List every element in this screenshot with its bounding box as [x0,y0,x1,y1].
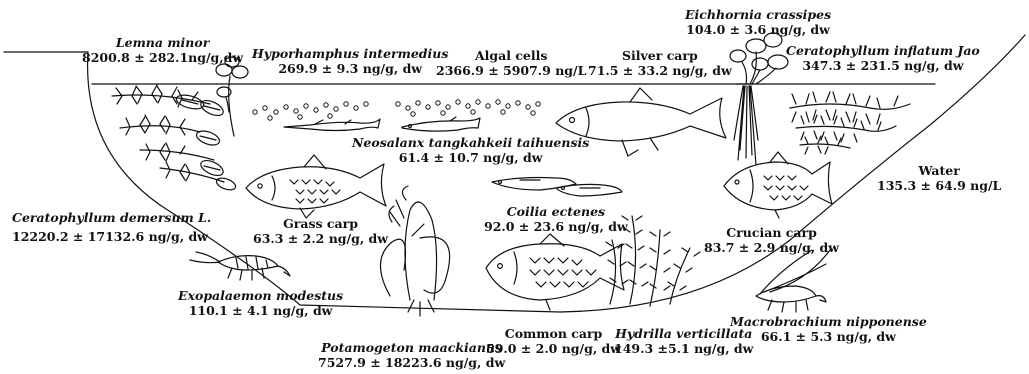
macrobrachium-name: Macrobrachium nipponense [730,314,927,329]
potamogeton-name: Potamogeton maackianus [318,340,505,355]
coilia-ectenes-fish [492,178,622,197]
ceratophyllum-demersum-name: Ceratophyllum demersum L. [12,210,211,225]
exopalaemon-name: Exopalaemon modestus [178,288,343,303]
coilia-value: 92.0 ± 23.6 ng/g, dw [484,219,628,234]
label-algal-cells: Algal cells 2366.9 ± 5907.9 ng/L [436,48,586,78]
label-ceratophyllum-inflatum: Ceratophyllum inflatum Jao 347.3 ± 231.5… [786,43,980,73]
algal-cells [253,100,540,120]
eichhornia-value: 104.0 ± 3.6 ng/g, dw [685,22,831,37]
label-ceratophyllum-demersum: Ceratophyllum demersum L. 12220.2 ± 1713… [8,210,211,244]
label-crucian-carp: Crucian carp 83.7 ± 2.9 ng/g, dw [704,225,839,255]
label-eichhornia: Eichhornia crassipes 104.0 ± 3.6 ng/g, d… [685,7,831,37]
label-potamogeton: Potamogeton maackianus 7527.9 ± 18223.6 … [318,340,505,370]
label-neosalanx: Neosalanx tangkahkeii taihuensis 61.4 ± … [352,135,589,165]
ceratophyllum-demersum-plant [112,85,237,192]
lemna-minor-plant [216,57,248,136]
exopalaemon-value: 110.1 ± 4.1 ng/g, dw [178,303,343,318]
exopalaemon-modestus-shrimp [190,252,290,280]
label-exopalaemon: Exopalaemon modestus 110.1 ± 4.1 ng/g, d… [178,288,343,318]
common-carp-value: 59.0 ± 2.0 ng/g, dw [486,341,621,356]
label-common-carp: Common carp 59.0 ± 2.0 ng/g, dw [486,326,621,356]
ceratophyllum-demersum-value: 12220.2 ± 17132.6 ng/g, dw [12,229,211,244]
label-hyporhamphus: Hyporhamphus intermedius 269.9 ± 9.3 ng/… [252,46,448,76]
common-carp-fish [486,234,624,310]
algal-cells-name: Algal cells [436,48,586,63]
potamogeton-value: 7527.9 ± 18223.6 ng/g, dw [318,355,505,370]
label-water: Water 135.3 ± 64.9 ng/L [877,163,1001,193]
neosalanx-value: 61.4 ± 10.7 ng/g, dw [352,150,589,165]
label-coilia: Coilia ectenes 92.0 ± 23.6 ng/g, dw [484,204,628,234]
label-silver-carp: Silver carp 71.5 ± 33.2 ng/g, dw [588,48,732,78]
macrobrachium-value: 66.1 ± 5.3 ng/g, dw [730,329,927,344]
grass-carp-name: Grass carp [253,216,388,231]
eichhornia-crassipes-plant [730,33,788,165]
macrobrachium-nipponense-shrimp [756,250,830,312]
coilia-name: Coilia ectenes [484,204,628,219]
grass-carp-value: 63.3 ± 2.2 ng/g, dw [253,231,388,246]
eichhornia-name: Eichhornia crassipes [685,7,831,22]
ceratophyllum-inflatum-name: Ceratophyllum inflatum Jao [786,43,980,58]
lemna-minor-name: Lemna minor [82,35,243,50]
water-name: Water [877,163,1001,178]
water-value: 135.3 ± 64.9 ng/L [877,178,1001,193]
label-lemna-minor: Lemna minor 8200.8 ± 282.1ng/g,dw [82,35,243,65]
hyporhamphus-fish [284,119,380,131]
crucian-carp-fish [724,152,832,218]
ceratophyllum-inflatum-value: 347.3 ± 231.5 ng/g, dw [786,58,980,73]
common-carp-name: Common carp [486,326,621,341]
crucian-carp-name: Crucian carp [704,225,839,240]
neosalanx-name: Neosalanx tangkahkeii taihuensis [352,135,589,150]
ceratophyllum-inflatum-plant [790,92,910,154]
neosalanx-fish [402,117,480,131]
crucian-carp-value: 83.7 ± 2.9 ng/g, dw [704,240,839,255]
lemna-minor-value: 8200.8 ± 282.1ng/g,dw [82,50,243,65]
label-grass-carp: Grass carp 63.3 ± 2.2 ng/g, dw [253,216,388,246]
hyporhamphus-value: 269.9 ± 9.3 ng/g, dw [252,61,448,76]
silver-carp-name: Silver carp [588,48,732,63]
hyporhamphus-name: Hyporhamphus intermedius [252,46,448,61]
silver-carp-value: 71.5 ± 33.2 ng/g, dw [588,63,732,78]
algal-cells-value: 2366.9 ± 5907.9 ng/L [436,63,586,78]
potamogeton-maackianus-plant [380,186,449,316]
label-macrobrachium: Macrobrachium nipponense 66.1 ± 5.3 ng/g… [730,314,927,344]
